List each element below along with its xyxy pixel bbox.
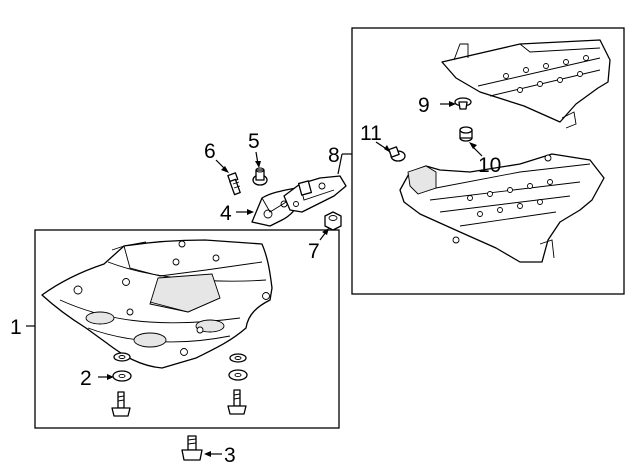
nut-part-7 bbox=[324, 211, 342, 231]
callout-4: 4 bbox=[220, 202, 232, 225]
push-pin-part-9 bbox=[454, 97, 472, 110]
callout-7: 7 bbox=[308, 240, 320, 263]
callout-1: 1 bbox=[10, 316, 22, 339]
washer-part-right-bottom bbox=[228, 369, 248, 381]
group-frame-right bbox=[351, 27, 625, 295]
push-pin-part-5 bbox=[252, 167, 268, 186]
splash-shield-part bbox=[41, 239, 273, 369]
leader-lines bbox=[26, 101, 483, 457]
bolt-part-3 bbox=[181, 435, 203, 461]
callout-3: 3 bbox=[224, 444, 236, 467]
grommet-part-10 bbox=[459, 126, 473, 142]
push-pin-part-11 bbox=[388, 146, 406, 162]
callout-2: 2 bbox=[80, 367, 92, 390]
bracket-assembly-part bbox=[283, 175, 347, 213]
washer-part-left-top bbox=[113, 352, 131, 362]
callout-9: 9 bbox=[418, 94, 430, 117]
upper-tray-part bbox=[441, 39, 611, 129]
callout-5: 5 bbox=[248, 130, 260, 153]
screw-part-6 bbox=[227, 172, 241, 196]
bolt-part-right bbox=[227, 389, 247, 415]
washer-part-left-bottom bbox=[112, 370, 132, 382]
lower-tray-part bbox=[399, 153, 605, 263]
callout-11: 11 bbox=[360, 122, 382, 145]
bolt-part-left bbox=[111, 391, 131, 417]
washer-part-right-top bbox=[229, 353, 247, 363]
callout-8: 8 bbox=[328, 144, 340, 167]
callout-6: 6 bbox=[204, 140, 216, 163]
group-frame-left bbox=[34, 229, 340, 429]
callout-10: 10 bbox=[478, 154, 501, 177]
